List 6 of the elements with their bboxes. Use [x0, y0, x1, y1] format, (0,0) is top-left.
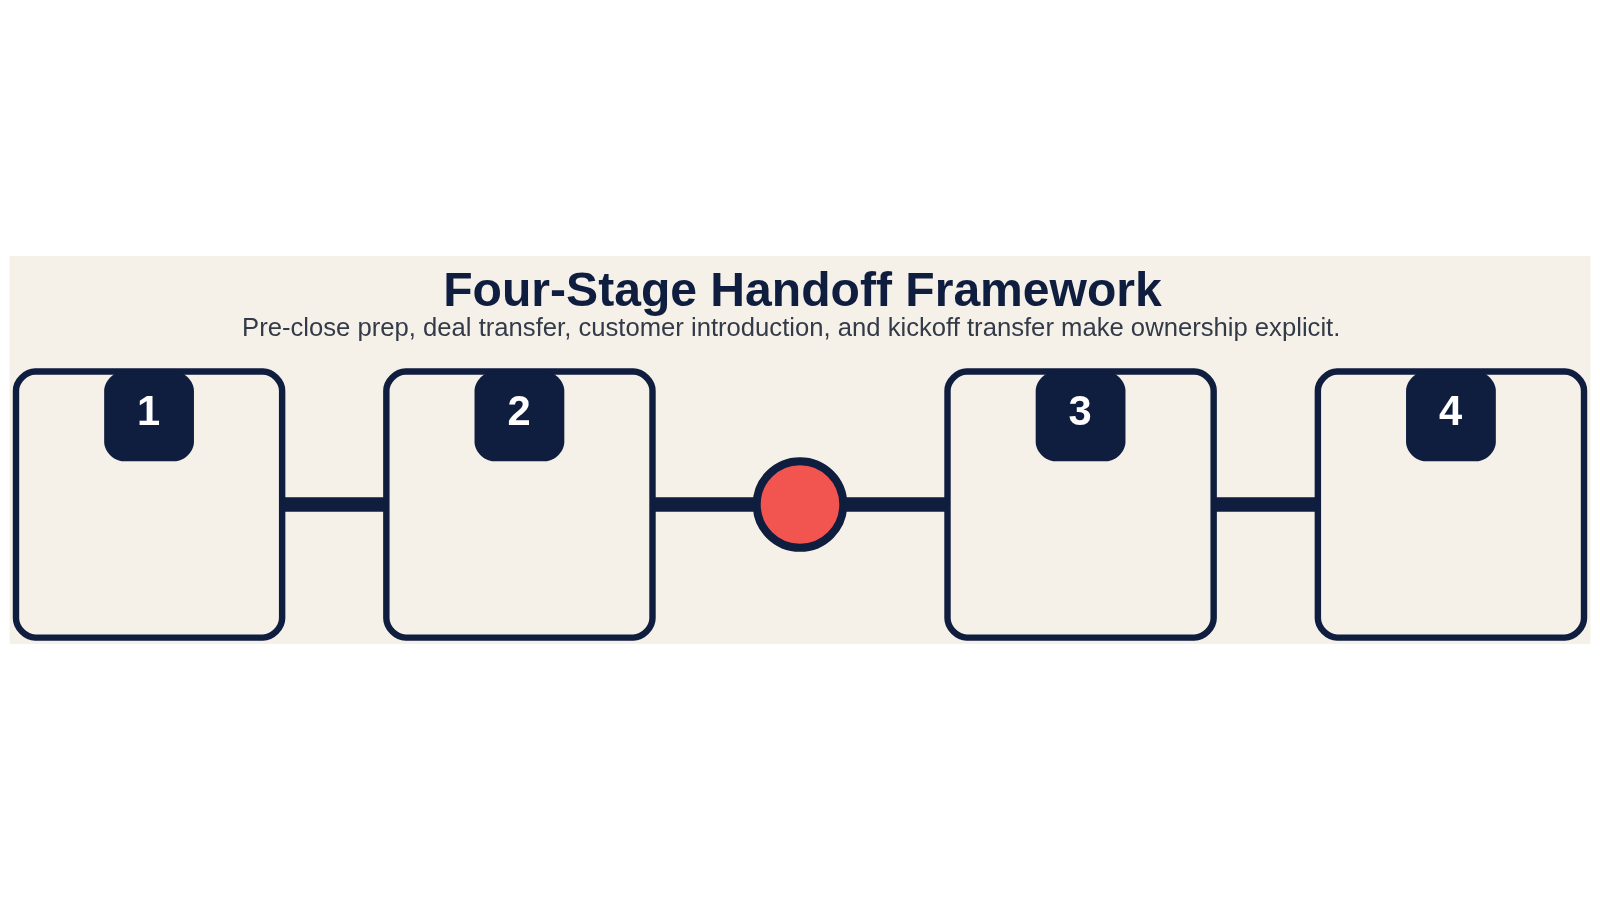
diagram-title: Four-Stage Handoff Framework: [443, 261, 1162, 316]
connector: [843, 497, 948, 512]
connector: [282, 497, 386, 512]
connector: [652, 497, 757, 512]
node-circle: [752, 457, 848, 552]
connector: [1213, 497, 1318, 512]
